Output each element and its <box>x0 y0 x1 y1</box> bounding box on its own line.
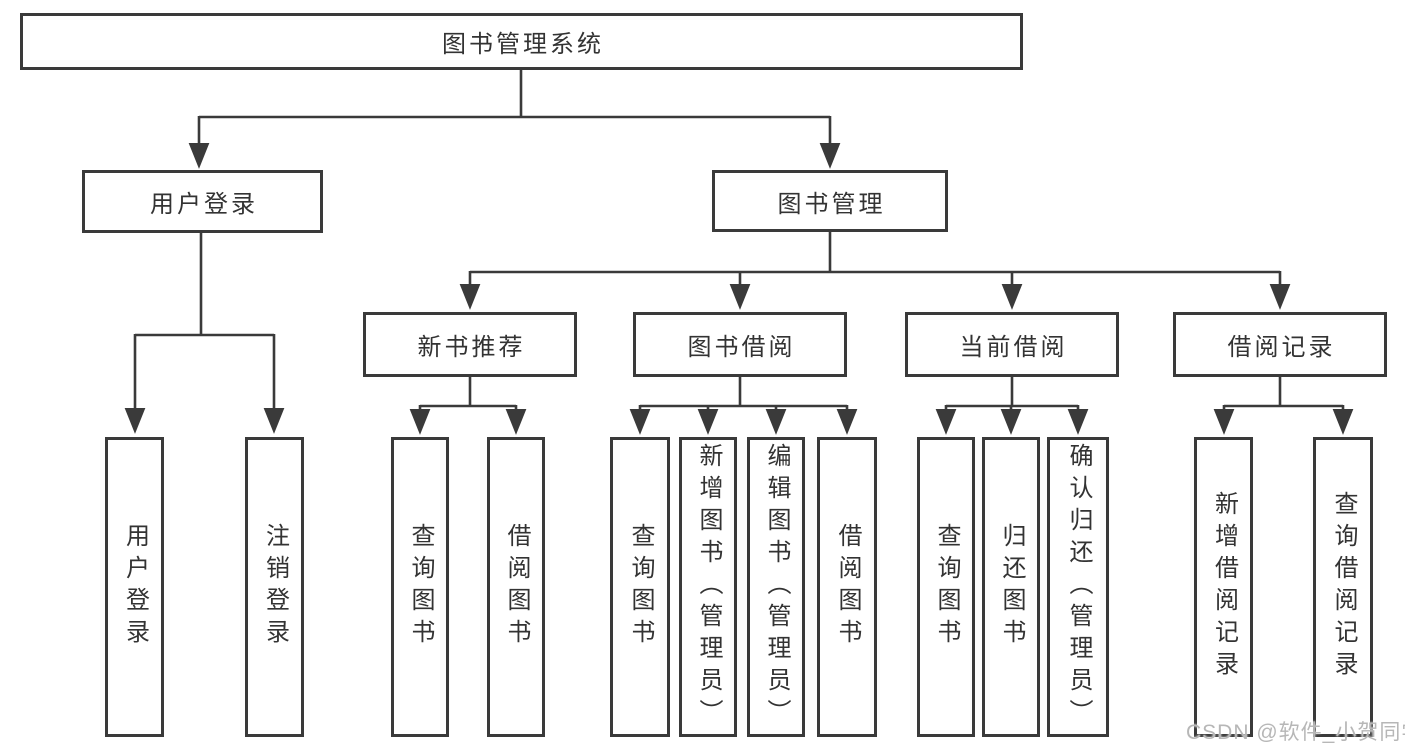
node-borrowing-records: 借阅记录 <box>1173 312 1387 377</box>
node-user-login: 用户登录 <box>82 170 323 233</box>
node-new-book-recommend: 新书推荐 <box>363 312 577 377</box>
leaf-query-books-borrowing: 查询图书 <box>610 437 670 737</box>
leaf-borrow-books-borrowing: 借阅图书 <box>817 437 877 737</box>
leaf-query-books-recommend: 查询图书 <box>391 437 449 737</box>
node-root: 图书管理系统 <box>20 13 1023 70</box>
node-book-borrowing: 图书借阅 <box>633 312 847 377</box>
leaf-add-borrow-record: 新增借阅记录 <box>1194 437 1253 737</box>
leaf-logout: 注销登录 <box>245 437 304 737</box>
leaf-edit-books-admin: 编辑图书（管理员） <box>747 437 805 737</box>
leaf-return-books: 归还图书 <box>982 437 1040 737</box>
leaf-add-books-admin: 新增图书（管理员） <box>679 437 737 737</box>
node-current-borrowing: 当前借阅 <box>905 312 1119 377</box>
leaf-query-books-current: 查询图书 <box>917 437 975 737</box>
leaf-borrow-books-recommend: 借阅图书 <box>487 437 545 737</box>
leaf-user-login: 用户登录 <box>105 437 164 737</box>
leaf-confirm-return-admin: 确认归还（管理员） <box>1047 437 1109 737</box>
node-book-management: 图书管理 <box>712 170 948 232</box>
watermark: CSDN @软件_小贺同学 <box>1186 721 1405 744</box>
leaf-query-borrow-record: 查询借阅记录 <box>1313 437 1373 737</box>
